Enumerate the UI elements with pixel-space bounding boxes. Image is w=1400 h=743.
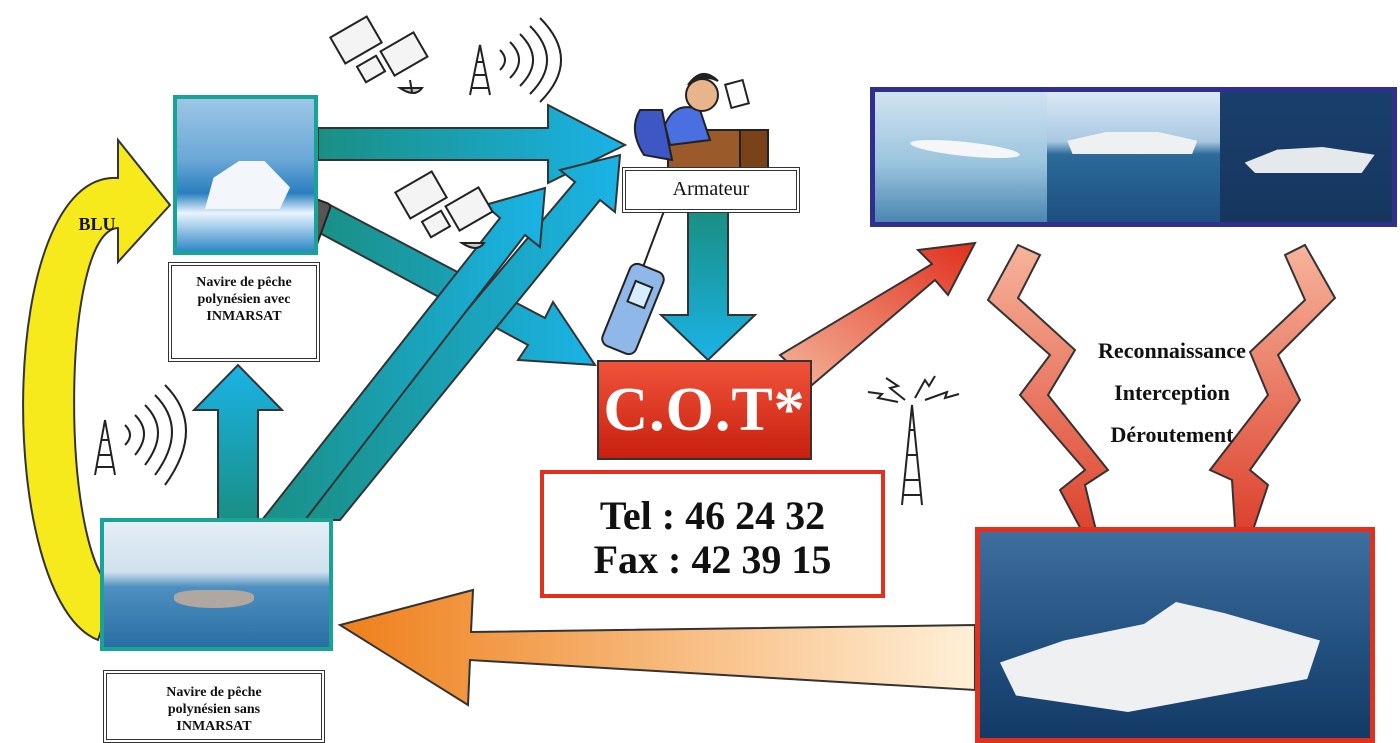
photo-vessel-inmarsat [173,95,318,255]
small-boat-shape [174,590,254,608]
action-reconnaissance: Reconnaissance [1098,338,1246,363]
photo-assets-strip [870,87,1397,227]
satellite-mid-icon [393,170,494,249]
blu-label: BLU [78,214,116,234]
contact-fax: Fax : 42 39 15 [593,537,832,582]
satellite-phone-icon [601,194,671,356]
photo-aircraft [875,92,1048,222]
action-interception: Interception [1114,380,1230,405]
satellite-top-icon [328,15,429,94]
label-vessel-inmarsat: Navire de pêche polynésien avec INMARSAT [168,262,320,362]
radio-tower-top-icon [469,17,562,103]
arrow-vessel-b-to-center [259,186,547,521]
arrow-ship-to-vessel-b [337,588,976,707]
action-deroutement: Déroutement [1110,422,1234,447]
contact-tel: Tel : 46 24 32 [599,493,826,538]
label-owner: Armateur [622,167,800,213]
blu-arrow [22,137,172,642]
photo-intercepted-ship [975,527,1375,743]
radio-tower-left-icon [94,384,187,486]
ship-hull-shape [1000,602,1320,712]
contact-box: Tel : 46 24 32 Fax : 42 39 15 [540,470,885,598]
photo-vessel-no-inmarsat [100,518,333,651]
cot-center-box: C.O.T* [597,360,812,460]
arrow-vessel-b-up [191,363,285,521]
label-vessel-no-inmarsat: Navire de pêche polynésien sans INMARSAT [103,670,325,743]
arrow-cot-to-assets [778,241,977,387]
arrow-owner-to-cot [658,211,758,362]
photo-frigate [1219,92,1392,222]
operator-figure [633,73,769,184]
vessel-hull-shape [205,161,290,209]
radio-tower-center-icon [867,375,960,506]
photo-patrol-ship [1047,92,1220,222]
action-list: Reconnaissance Interception Déroutement [1058,330,1286,460]
